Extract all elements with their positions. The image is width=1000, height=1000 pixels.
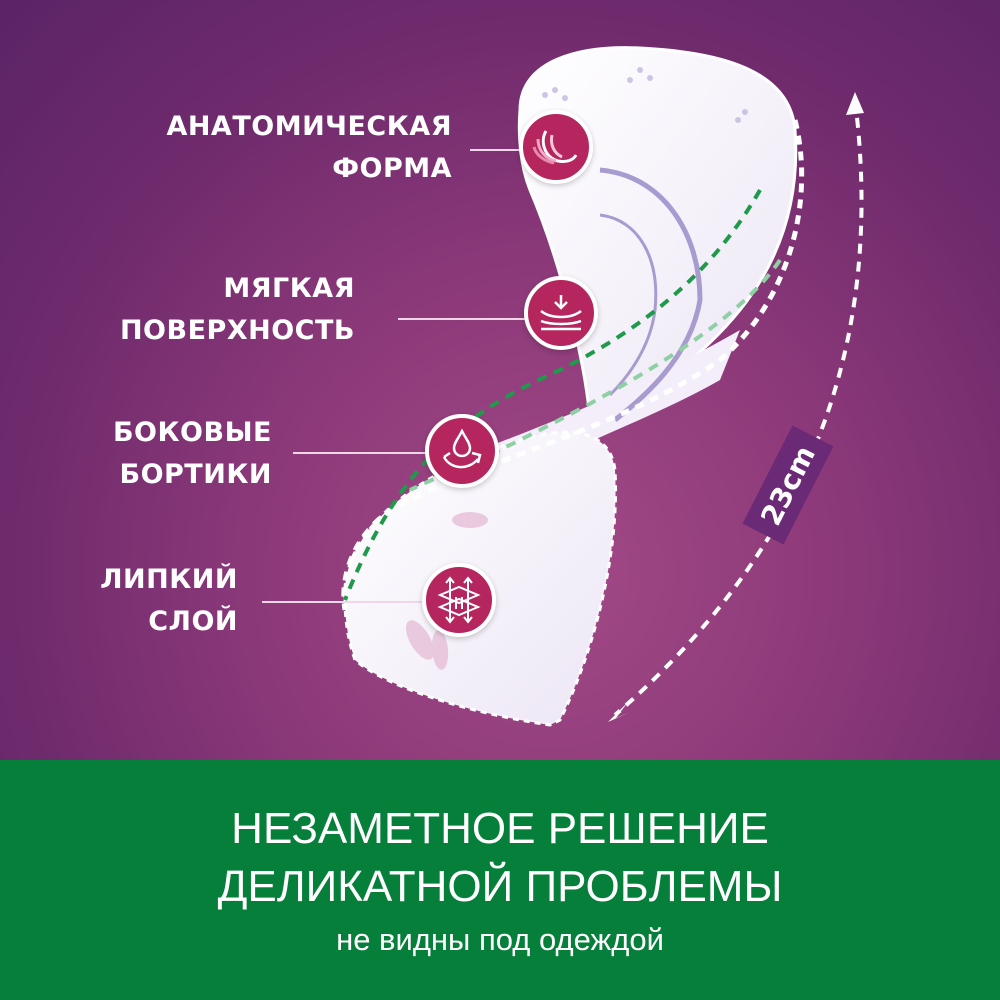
bottom-banner: НЕЗАМЕТНОЕ РЕШЕНИЕ ДЕЛИКАТНОЙ ПРОБЛЕМЫ н… [0, 760, 1000, 1000]
feature-label-line: ФОРМА [332, 153, 452, 184]
leader-line [262, 601, 427, 603]
measurement-arrow [613, 99, 864, 717]
feature-label-adhesive-layer: ЛИПКИЙ СЛОЙ [100, 559, 238, 643]
feature-label-line: БОРТИКИ [119, 459, 272, 490]
arrow-head-top-icon [846, 92, 864, 115]
feature-label-soft-surface: МЯГКАЯ ПОВЕРХНОСТЬ [120, 268, 355, 352]
feature-label-line: СЛОЙ [148, 606, 238, 637]
adhesive-layer-icon [422, 563, 496, 637]
soft-surface-icon [524, 276, 598, 350]
banner-headline-line-2: ДЕЛИКАТНОЙ ПРОБЛЕМЫ [217, 862, 783, 911]
banner-subtitle: не видны под одеждой [336, 922, 664, 957]
leader-line [398, 318, 528, 320]
banner-headline-line-1: НЕЗАМЕТНОЕ РЕШЕНИЕ [231, 804, 769, 853]
arrow-head-bottom-icon [608, 702, 630, 722]
feature-label-anatomic-shape: АНАТОМИЧЕСКАЯ ФОРМА [166, 106, 452, 190]
feature-label-line: АНАТОМИЧЕСКАЯ [166, 111, 452, 142]
leader-line [293, 452, 428, 454]
feature-label-side-barriers: БОКОВЫЕ БОРТИКИ [113, 412, 272, 496]
side-barrier-icon [425, 414, 499, 488]
feature-label-line: БОКОВЫЕ [112, 417, 272, 448]
feature-label-line: МЯГКАЯ [223, 273, 355, 304]
leader-line [470, 149, 525, 151]
product-illustration-area: 23cm АНАТОМИЧЕСКАЯ ФОРМА МЯГКАЯ ПОВЕРХНО… [0, 0, 1000, 760]
anatomic-shape-icon [519, 110, 593, 184]
pad-illustration [343, 47, 864, 725]
feature-label-line: ЛИПКИЙ [100, 564, 238, 595]
feature-label-line: ПОВЕРХНОСТЬ [119, 315, 355, 346]
